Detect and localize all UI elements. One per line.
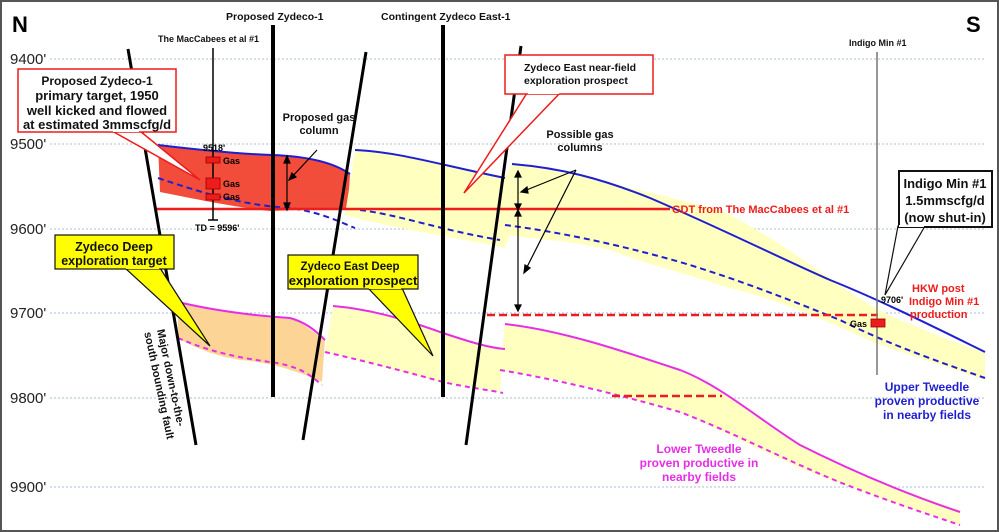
upper-tweedle-prospect-fill [345, 150, 985, 380]
depth-label: 9900' [10, 479, 46, 496]
callout-text: (now shut-in) [904, 210, 986, 225]
callout-text: at estimated 3mmscfg/d [23, 117, 171, 132]
possible-gas-columns-text: columns [557, 142, 602, 154]
lower-tweedle-top-east [504, 323, 961, 513]
upper-tweedle-base-east [504, 224, 986, 379]
possible-gas-pointer-2 [525, 169, 577, 270]
callout-box [287, 254, 419, 290]
gas-marker [205, 156, 221, 164]
lower-tweedle-label: Lower Tweedle proven productive in nearb… [640, 442, 759, 484]
upper-tweedle-top-east [511, 163, 986, 353]
callout-text: primary target, 1950 [35, 88, 159, 103]
gas-marker [205, 177, 221, 190]
callout-zydeco-east-deep: Zydeco East Deep exploration prospect [287, 254, 434, 357]
upper-tweedle-label-line: Upper Tweedle [885, 380, 970, 394]
proposed-gas-column-text: column [299, 125, 338, 137]
callout-text: well kicked and flowed [26, 103, 167, 118]
gdt-label: GDT from The MacCabees et al #1 [672, 204, 849, 216]
callout-text: Zydeco East near-field [524, 62, 636, 74]
upper-tweedle-base-west [157, 177, 356, 229]
callout-box [898, 170, 993, 228]
hkw-label-line: production [910, 309, 968, 321]
callout-text: Indigo Min #1 [903, 176, 986, 191]
callout-text: exploration prospect [524, 75, 628, 87]
well-title-maccabees: The MacCabees et al #1 [158, 34, 259, 44]
callout-zydeco1-target: Proposed Zydeco-1 primary target, 1950 w… [17, 68, 201, 181]
fault-east [464, 45, 523, 446]
callout-text: Proposed Zydeco-1 [41, 74, 153, 88]
callout-text: Zydeco East Deep [300, 261, 399, 273]
arrowhead [519, 185, 529, 194]
indigo-gas-marker [870, 318, 886, 328]
depth-label: 9400' [10, 51, 46, 68]
lower-tweedle-base-west [177, 337, 323, 386]
callout-text: Zydeco Deep [75, 240, 153, 254]
well-titles: Proposed Zydeco-1 Contingent Zydeco East… [158, 11, 907, 48]
arrowhead [514, 208, 522, 217]
depth-axis: 9400' 9500' 9600' 9700' 9800' 9900' [10, 51, 46, 496]
upper-tweedle-base-middle [359, 209, 501, 241]
indigo-gas-label: Gas [850, 319, 867, 329]
arrowhead [514, 169, 522, 178]
depth-label: 9500' [10, 136, 46, 153]
callout-box [17, 68, 177, 133]
arrowhead [523, 264, 532, 275]
callout-text: exploration target [61, 254, 167, 268]
upper-tweedle-label-line: proven productive [875, 394, 980, 408]
lower-tweedle-label-line: nearby fields [662, 470, 736, 484]
maccabees-td: TD = 9596' [195, 223, 239, 233]
hkw-label-line: HKW post [912, 283, 965, 295]
callout-text: 1.5mmscfg/d [905, 193, 985, 208]
possible-gas-pointer-1 [523, 169, 577, 192]
upper-tweedle-label-line: in nearby fields [883, 408, 971, 422]
north-label: N [12, 12, 28, 37]
callout-zydeco-deep: Zydeco Deep exploration target [54, 234, 211, 347]
upper-tweedle-label: Upper Tweedle proven productive in nearb… [875, 380, 980, 422]
gas-marker [205, 193, 221, 201]
depth-label: 9700' [10, 305, 46, 322]
well-title-zydeco-east-1: Contingent Zydeco East-1 [381, 11, 511, 23]
annotations: Proposed gas column Possible gas columns [283, 112, 614, 154]
callout-indigo-min: Indigo Min #1 1.5mmscfg/d (now shut-in) [884, 170, 993, 296]
lower-tweedle-label-line: proven productive in [640, 456, 759, 470]
indigo-depth-label: 9706' [881, 295, 903, 305]
callout-box [504, 54, 654, 95]
callout-zydeco-east-nearfield: Zydeco East near-field exploration prosp… [463, 54, 654, 194]
gas-label: Gas [223, 156, 240, 166]
hkw-label: HKW post Indigo Min #1 production [909, 283, 979, 321]
zydeco-deep-fill [178, 302, 325, 382]
lower-tweedle-fill-b [443, 335, 503, 392]
lower-tweedle-base-east [499, 369, 961, 526]
fault-middle [301, 51, 368, 441]
maccabees-gas-markers: 9518' Gas Gas Gas TD = 9596' [195, 143, 240, 233]
arrowhead [514, 304, 522, 313]
arrowhead [514, 203, 522, 212]
arrowhead [283, 154, 291, 164]
well-title-indigo: Indigo Min #1 [849, 38, 907, 48]
lower-tweedle-label-line: Lower Tweedle [656, 442, 741, 456]
callout-box [54, 234, 175, 270]
arrowhead [283, 202, 291, 212]
well-title-zydeco-1: Proposed Zydeco-1 [226, 11, 324, 23]
depth-label: 9800' [10, 390, 46, 407]
gas-column-arrows [283, 149, 577, 313]
possible-gas-columns-text: Possible gas [546, 129, 613, 141]
lower-tweedle-east-fill [500, 324, 960, 525]
callout-text: exploration prospect [289, 273, 418, 288]
hkw-label-line: Indigo Min #1 [909, 296, 979, 308]
depth-label: 9600' [10, 221, 46, 238]
maccabees-top-depth: 9518' [203, 143, 225, 153]
lower-tweedle-base-middle [324, 351, 504, 394]
proposed-gas-pointer [290, 149, 318, 179]
arrowhead [287, 171, 298, 182]
proposed-gas-column-text: Proposed gas [283, 112, 356, 124]
lower-tweedle-top-west [177, 301, 326, 341]
gas-label: Gas [223, 192, 240, 202]
south-label: S [966, 12, 981, 37]
gas-label: Gas [223, 179, 240, 189]
